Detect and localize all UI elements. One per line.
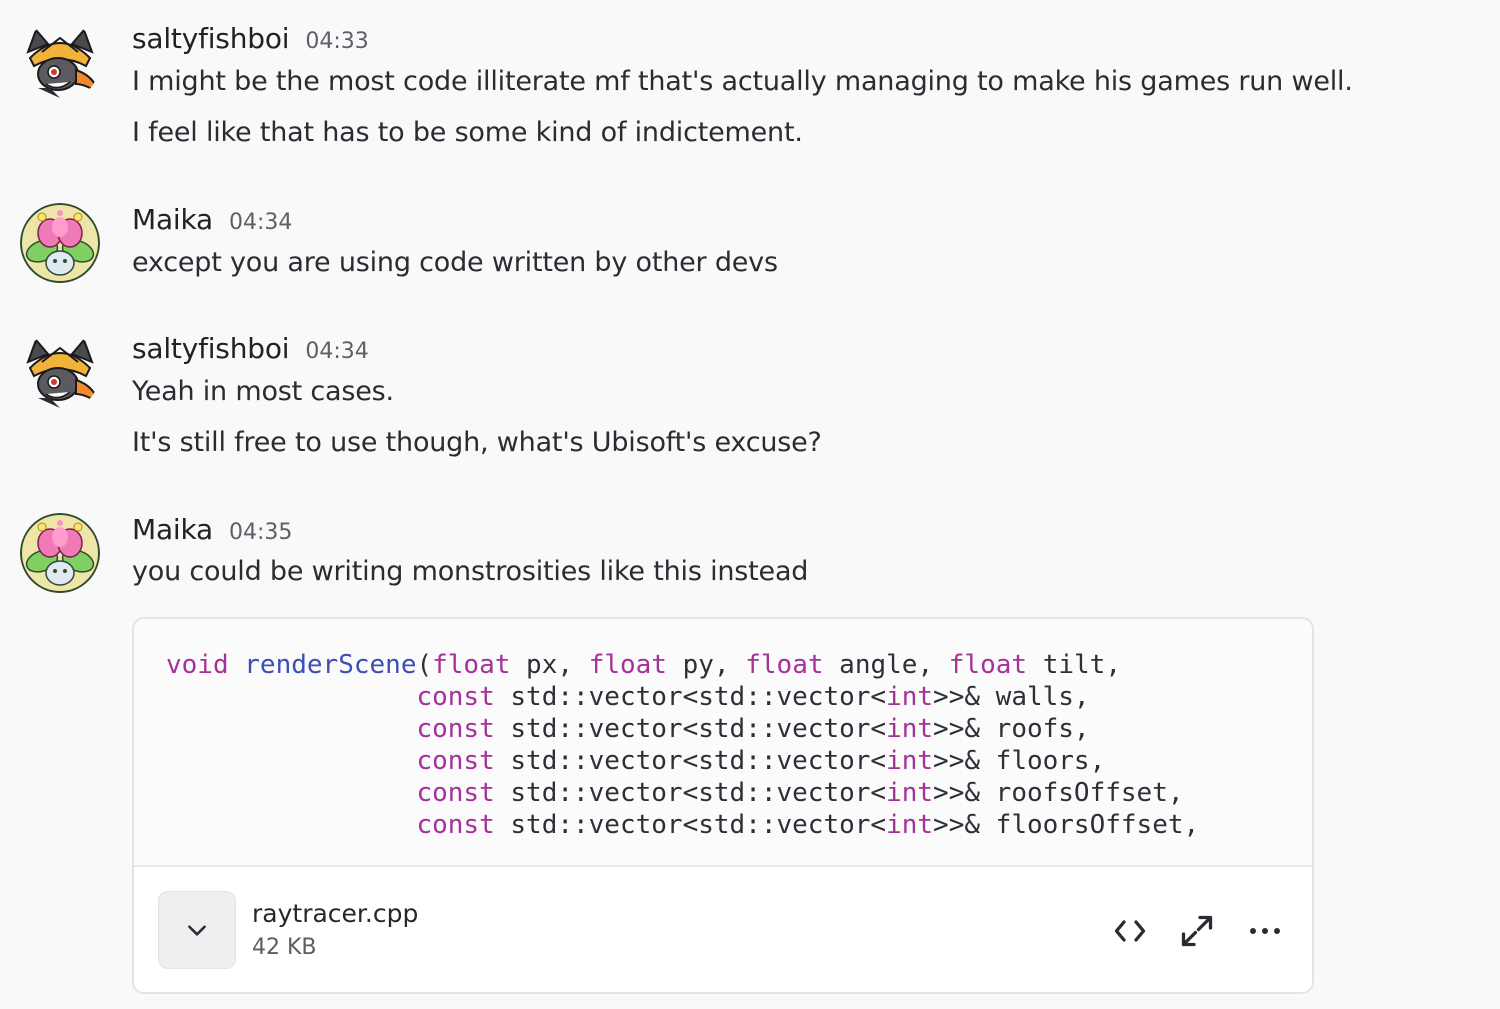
code-keyword: void bbox=[166, 650, 229, 680]
message-header: Maika 04:34 bbox=[132, 203, 292, 243]
message-text: except you are using code written by oth… bbox=[132, 247, 778, 278]
code-keyword: const bbox=[416, 810, 495, 840]
code-keyword: const bbox=[416, 714, 495, 744]
code-keyword: int bbox=[886, 714, 934, 744]
username[interactable]: Maika bbox=[132, 513, 213, 546]
username[interactable]: saltyfishboi bbox=[132, 22, 290, 55]
flower-character-avatar-icon bbox=[20, 513, 100, 593]
code-keyword: float bbox=[745, 650, 824, 680]
code-token: >>& floors, bbox=[933, 746, 1106, 776]
timestamp[interactable]: 04:35 bbox=[228, 520, 293, 545]
code-token bbox=[166, 682, 416, 712]
view-whole-file-button[interactable] bbox=[1110, 911, 1150, 951]
fullscreen-button[interactable] bbox=[1177, 911, 1217, 951]
attachment-divider bbox=[134, 865, 1312, 867]
timestamp[interactable]: 04:34 bbox=[305, 339, 369, 364]
code-token: angle, bbox=[823, 650, 949, 680]
user-avatar[interactable] bbox=[20, 203, 100, 283]
code-file-attachment: void renderScene(float px, float py, flo… bbox=[132, 617, 1314, 994]
username[interactable]: saltyfishboi bbox=[132, 332, 290, 365]
timestamp[interactable]: 04:34 bbox=[228, 210, 293, 235]
code-keyword: int bbox=[886, 778, 934, 808]
code-keyword: float bbox=[588, 650, 667, 680]
code-token: px, bbox=[510, 650, 589, 680]
code-token: >>& roofs, bbox=[933, 714, 1090, 744]
file-size: 42 KB bbox=[252, 935, 317, 960]
user-avatar[interactable] bbox=[20, 513, 100, 593]
code-keyword: int bbox=[886, 682, 934, 712]
file-name-link[interactable]: raytracer.cpp bbox=[252, 899, 419, 928]
code-brackets-icon bbox=[1114, 920, 1146, 942]
code-token: >>& roofsOffset, bbox=[933, 778, 1184, 808]
code-token: >>& walls, bbox=[933, 682, 1090, 712]
code-line: const std::vector<std::vector<int>>& flo… bbox=[166, 746, 1105, 776]
flower-character-avatar-icon bbox=[20, 203, 100, 283]
code-keyword: const bbox=[416, 746, 495, 776]
twili-imp-avatar-icon bbox=[20, 332, 100, 412]
code-token bbox=[166, 746, 416, 776]
more-dots-icon bbox=[1250, 928, 1280, 934]
code-line: const std::vector<std::vector<int>>& wal… bbox=[166, 682, 1090, 712]
username[interactable]: Maika bbox=[132, 203, 213, 236]
code-line: const std::vector<std::vector<int>>& roo… bbox=[166, 778, 1184, 808]
code-token: >>& floorsOffset, bbox=[933, 810, 1200, 840]
twili-imp-avatar-icon bbox=[20, 22, 100, 102]
chevron-down-icon bbox=[188, 925, 206, 936]
code-token bbox=[166, 778, 416, 808]
message-text: I might be the most code illiterate mf t… bbox=[132, 66, 1353, 97]
code-token: std::vector<std::vector< bbox=[494, 746, 887, 776]
code-keyword: float bbox=[948, 650, 1028, 680]
code-token: py, bbox=[666, 650, 746, 680]
user-avatar[interactable] bbox=[20, 332, 100, 412]
code-token: std::vector<std::vector< bbox=[494, 682, 887, 712]
more-options-button[interactable] bbox=[1245, 911, 1285, 951]
expand-preview-button[interactable] bbox=[158, 891, 236, 969]
code-keyword: const bbox=[416, 778, 495, 808]
message-header: Maika 04:35 bbox=[132, 513, 292, 553]
code-line: void renderScene(float px, float py, flo… bbox=[166, 650, 1121, 680]
code-token: ( bbox=[416, 650, 433, 680]
attachment-footer: raytracer.cpp 42 KB bbox=[134, 867, 1312, 992]
code-keyword: int bbox=[886, 746, 934, 776]
code-token bbox=[229, 650, 245, 680]
code-keyword: float bbox=[432, 650, 511, 680]
timestamp[interactable]: 04:33 bbox=[305, 29, 369, 54]
message-text: It's still free to use though, what's Ub… bbox=[132, 427, 822, 458]
message-header: saltyfishboi 04:34 bbox=[132, 332, 369, 372]
message-text: I feel like that has to be some kind of … bbox=[132, 117, 803, 148]
code-token: std::vector<std::vector< bbox=[494, 810, 887, 840]
code-token: std::vector<std::vector< bbox=[494, 714, 887, 744]
code-token: tilt, bbox=[1027, 650, 1121, 680]
code-function-name: renderScene bbox=[244, 650, 417, 680]
code-token bbox=[166, 810, 416, 840]
expand-arrows-icon bbox=[1181, 915, 1213, 947]
code-keyword: int bbox=[886, 810, 934, 840]
message-text: Yeah in most cases. bbox=[132, 376, 394, 407]
code-keyword: const bbox=[416, 682, 495, 712]
message-header: saltyfishboi 04:33 bbox=[132, 22, 369, 62]
code-line: const std::vector<std::vector<int>>& roo… bbox=[166, 714, 1090, 744]
code-preview[interactable]: void renderScene(float px, float py, flo… bbox=[166, 649, 1199, 841]
message-text: you could be writing monstrosities like … bbox=[132, 556, 809, 587]
code-line: const std::vector<std::vector<int>>& flo… bbox=[166, 810, 1199, 840]
code-token bbox=[166, 714, 416, 744]
code-token: std::vector<std::vector< bbox=[494, 778, 887, 808]
user-avatar[interactable] bbox=[20, 22, 100, 102]
